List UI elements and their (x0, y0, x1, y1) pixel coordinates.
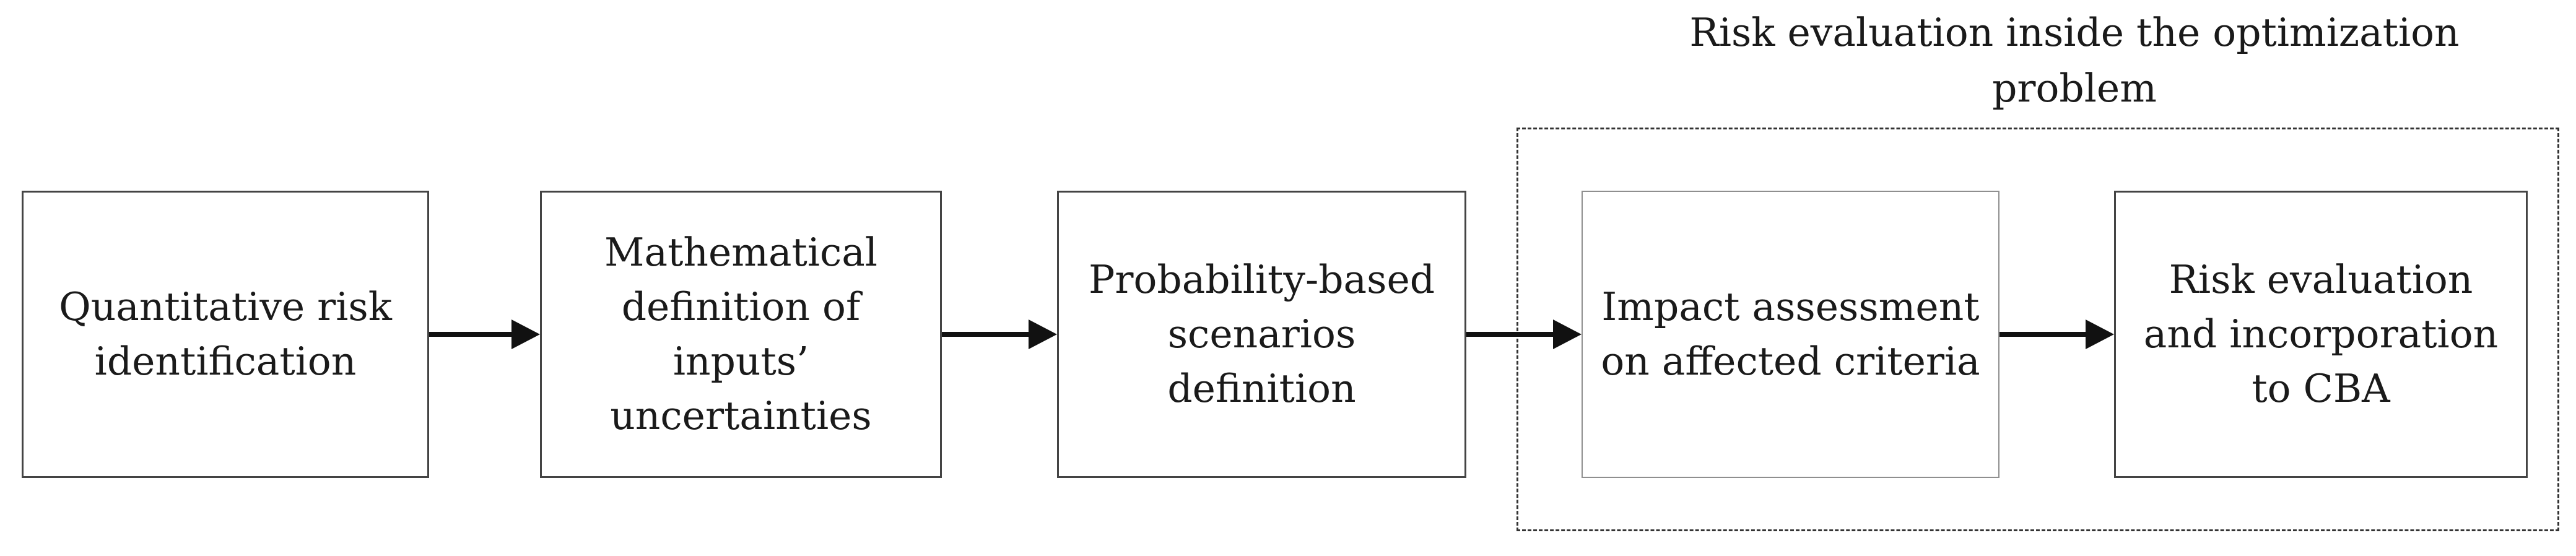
flow-arrow-4 (1999, 319, 2114, 350)
box-probability-based-scenarios-definition: Probability-based scenarios definition (1057, 191, 1466, 478)
flow-arrow-2 (942, 319, 1057, 350)
box-quantitative-risk-identification: Quantitative risk identification (22, 191, 429, 478)
flow-arrow-3 (1466, 319, 1582, 350)
box-mathematical-definition-of-inputs-uncertainties: Mathematical definition of inputs’ uncer… (540, 191, 942, 478)
box-risk-evaluation-and-incorporation-to-cba: Risk evaluation and incorporation to CBA (2114, 191, 2528, 478)
box-impact-assessment-on-affected-criteria: Impact assessment on affected criteria (1582, 191, 1999, 478)
flow-arrow-1 (429, 319, 540, 350)
dashed-group-boundary (1516, 128, 2559, 531)
group-title: Risk evaluation inside the optimization … (1689, 10, 2460, 111)
